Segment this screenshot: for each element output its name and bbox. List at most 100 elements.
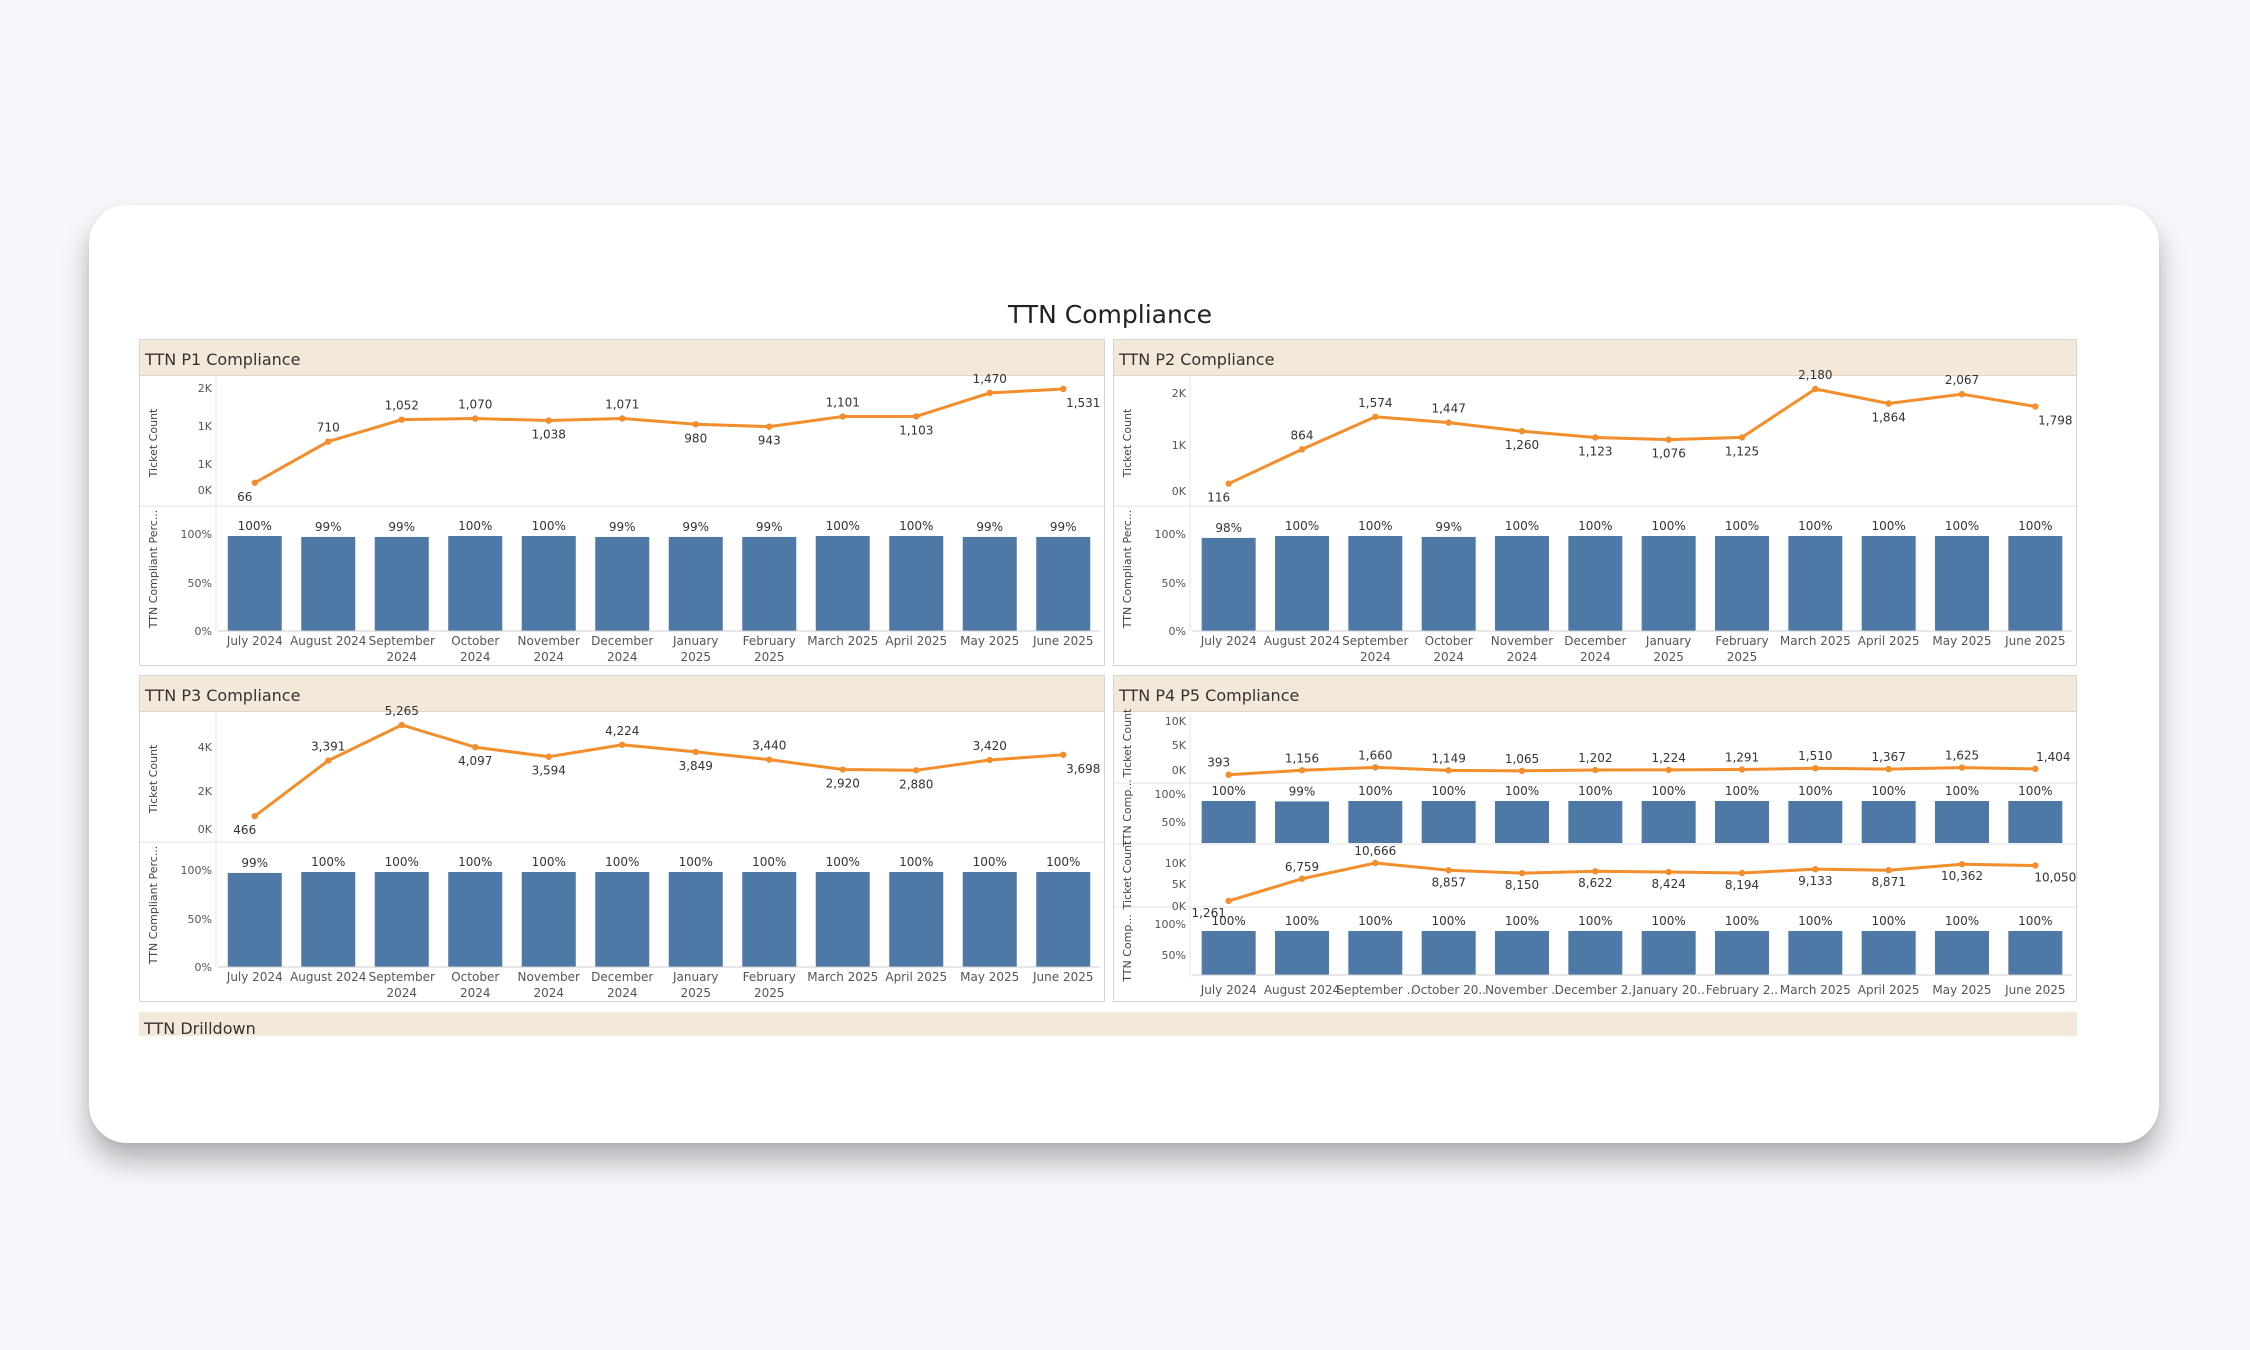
p2-category-label: June 2025 [2004, 634, 2066, 648]
p2-panel-title: TTN P2 Compliance [1114, 340, 2076, 376]
p4p5-p5-pct-value-label: 100% [1285, 914, 1319, 928]
p3-category-label: June 2025 [1032, 970, 1094, 984]
p4p5-p4-pct-value-label: 100% [2018, 784, 2052, 798]
p4p5-p5-count-value-label: 8,194 [1725, 878, 1759, 892]
p4p5-p5-count-point [1518, 869, 1526, 877]
p2-pct-bar [1788, 536, 1843, 631]
p2-category-label: 2025 [1653, 650, 1684, 664]
p1-count-point [251, 479, 258, 486]
p4p5-p4-count-point [1812, 765, 1819, 772]
p3-count-point [1060, 751, 1067, 758]
p3-category-label: 2025 [754, 986, 785, 1000]
p4p5-p5-count-tick: 0K [1172, 900, 1187, 913]
p2-count-value-label: 2,180 [1798, 368, 1832, 382]
p4p5-p5-count-point [1592, 868, 1599, 875]
p4p5-p4-pct-value-label: 100% [1358, 784, 1392, 798]
p1-count-point [839, 413, 846, 420]
p1-category-label: September [369, 634, 435, 648]
p4p5-p5-pct-value-label: 100% [1652, 914, 1686, 928]
p4p5-p5-count-value-label: 1,261 [1191, 906, 1225, 920]
p4p5-p4-count-point [1225, 771, 1232, 778]
p1-category-label: June 2025 [1032, 634, 1094, 648]
p3-count-value-label: 4,097 [458, 754, 492, 768]
p3-pct-value-label: 100% [311, 855, 345, 869]
p4p5-p4-pct-axis-label: TTN Comp... [1121, 779, 1134, 848]
p2-count-value-label: 116 [1207, 491, 1230, 505]
p3-pct-bar [962, 872, 1017, 967]
p4p5-p5-pct-value-label: 100% [1432, 914, 1466, 928]
p4p5-category-label: November .. [1485, 983, 1559, 997]
p3-count-point [545, 753, 552, 760]
p4p5-p5-count-point [1445, 867, 1452, 874]
p3-pct-tick: 0% [195, 961, 212, 974]
p3-pct-value-label: 100% [605, 855, 639, 869]
p3-pct-value-label: 100% [899, 855, 933, 869]
p3-count-value-label: 5,265 [385, 704, 419, 718]
p3-pct-value-label: 100% [752, 855, 786, 869]
p1-category-label: August 2024 [290, 634, 366, 648]
p1-pct-bar [374, 536, 429, 631]
p4p5-category-label: February 2.. [1706, 983, 1778, 997]
p1-count-point [325, 438, 332, 445]
p3-pct-value-label: 100% [679, 855, 713, 869]
p2-count-value-label: 1,798 [2038, 414, 2072, 428]
p2-pct-bar [1641, 536, 1696, 631]
p3-category-label: 2025 [680, 986, 711, 1000]
p4p5-p5-pct-bar [1935, 931, 1989, 975]
p2-count-point [1958, 390, 1966, 398]
p3-count-value-label: 3,698 [1066, 762, 1100, 776]
p3-count-value-label: 2,920 [826, 777, 860, 791]
p3-count-point [692, 748, 699, 756]
p2-category-label: January [1645, 634, 1692, 648]
p4p5-p5-pct-value-label: 100% [1945, 914, 1979, 928]
p2-count-tick: 1K [1172, 439, 1187, 452]
p1-category-label: 2024 [386, 650, 417, 664]
p2-count-tick: 0K [1172, 485, 1187, 498]
p3-category-label: April 2025 [885, 970, 947, 984]
p1-count-point [766, 423, 773, 430]
p4p5-p4-count-point [1518, 767, 1526, 775]
p1-pct-bar [448, 536, 503, 631]
p4p5-p5-count-value-label: 8,871 [1871, 875, 1905, 889]
p1-count-tick: 2K [198, 382, 213, 395]
p4p5-p4-pct-bar [1348, 801, 1403, 843]
p4p5-p4-count-point [1298, 767, 1306, 774]
p3-count-line [253, 723, 1064, 818]
p3-category-label: February [743, 970, 796, 984]
p4p5-p4-count-tick: 0K [1172, 764, 1187, 777]
p4p5-p5-count-value-label: 8,622 [1578, 876, 1612, 890]
p4p5-p4-pct-bar [1275, 801, 1329, 843]
p3-category-label: December [591, 970, 653, 984]
p4p5-p4-count-point [2032, 765, 2039, 773]
p4p5-p4-count-tick: 10K [1165, 715, 1187, 728]
p2-category-label: February [1715, 634, 1768, 648]
p2-count-point [1518, 428, 1526, 435]
p2-pct-value-label: 99% [1435, 520, 1462, 534]
p4p5-p5-pct-bar [1641, 931, 1696, 975]
p1-category-label: March 2025 [807, 634, 878, 648]
p2-category-label: 2024 [1580, 650, 1611, 664]
p3-count-tick: 2K [198, 785, 213, 798]
p4p5-p4-pct-value-label: 100% [1212, 784, 1246, 798]
p1-pct-value-label: 100% [532, 519, 566, 533]
p4p5-category-label: July 2024 [1200, 983, 1257, 997]
p4p5-p5-count-value-label: 8,424 [1651, 877, 1685, 891]
p2-category-label: May 2025 [1932, 634, 1991, 648]
p3-count-axis-label: Ticket Count [147, 744, 160, 814]
p1-count-point [545, 417, 552, 424]
p4p5-p4-count-point [1445, 767, 1452, 774]
p3-count-tick: 0K [198, 823, 213, 836]
p3-pct-bar [521, 872, 576, 967]
p2-category-label: April 2025 [1858, 634, 1920, 648]
p4p5-p5-count-point [1298, 875, 1306, 882]
p2-pct-bar [1201, 537, 1256, 631]
p1-pct-tick: 100% [181, 528, 212, 541]
p3-pct-value-label: 100% [532, 855, 566, 869]
p4p5-p4-count-point [1372, 764, 1379, 771]
p1-pct-bar [742, 536, 797, 631]
p2-count-value-label: 1,864 [1871, 410, 1905, 424]
p4p5-p5-count-tick: 10K [1165, 857, 1187, 870]
p2-pct-bar [1568, 536, 1623, 631]
